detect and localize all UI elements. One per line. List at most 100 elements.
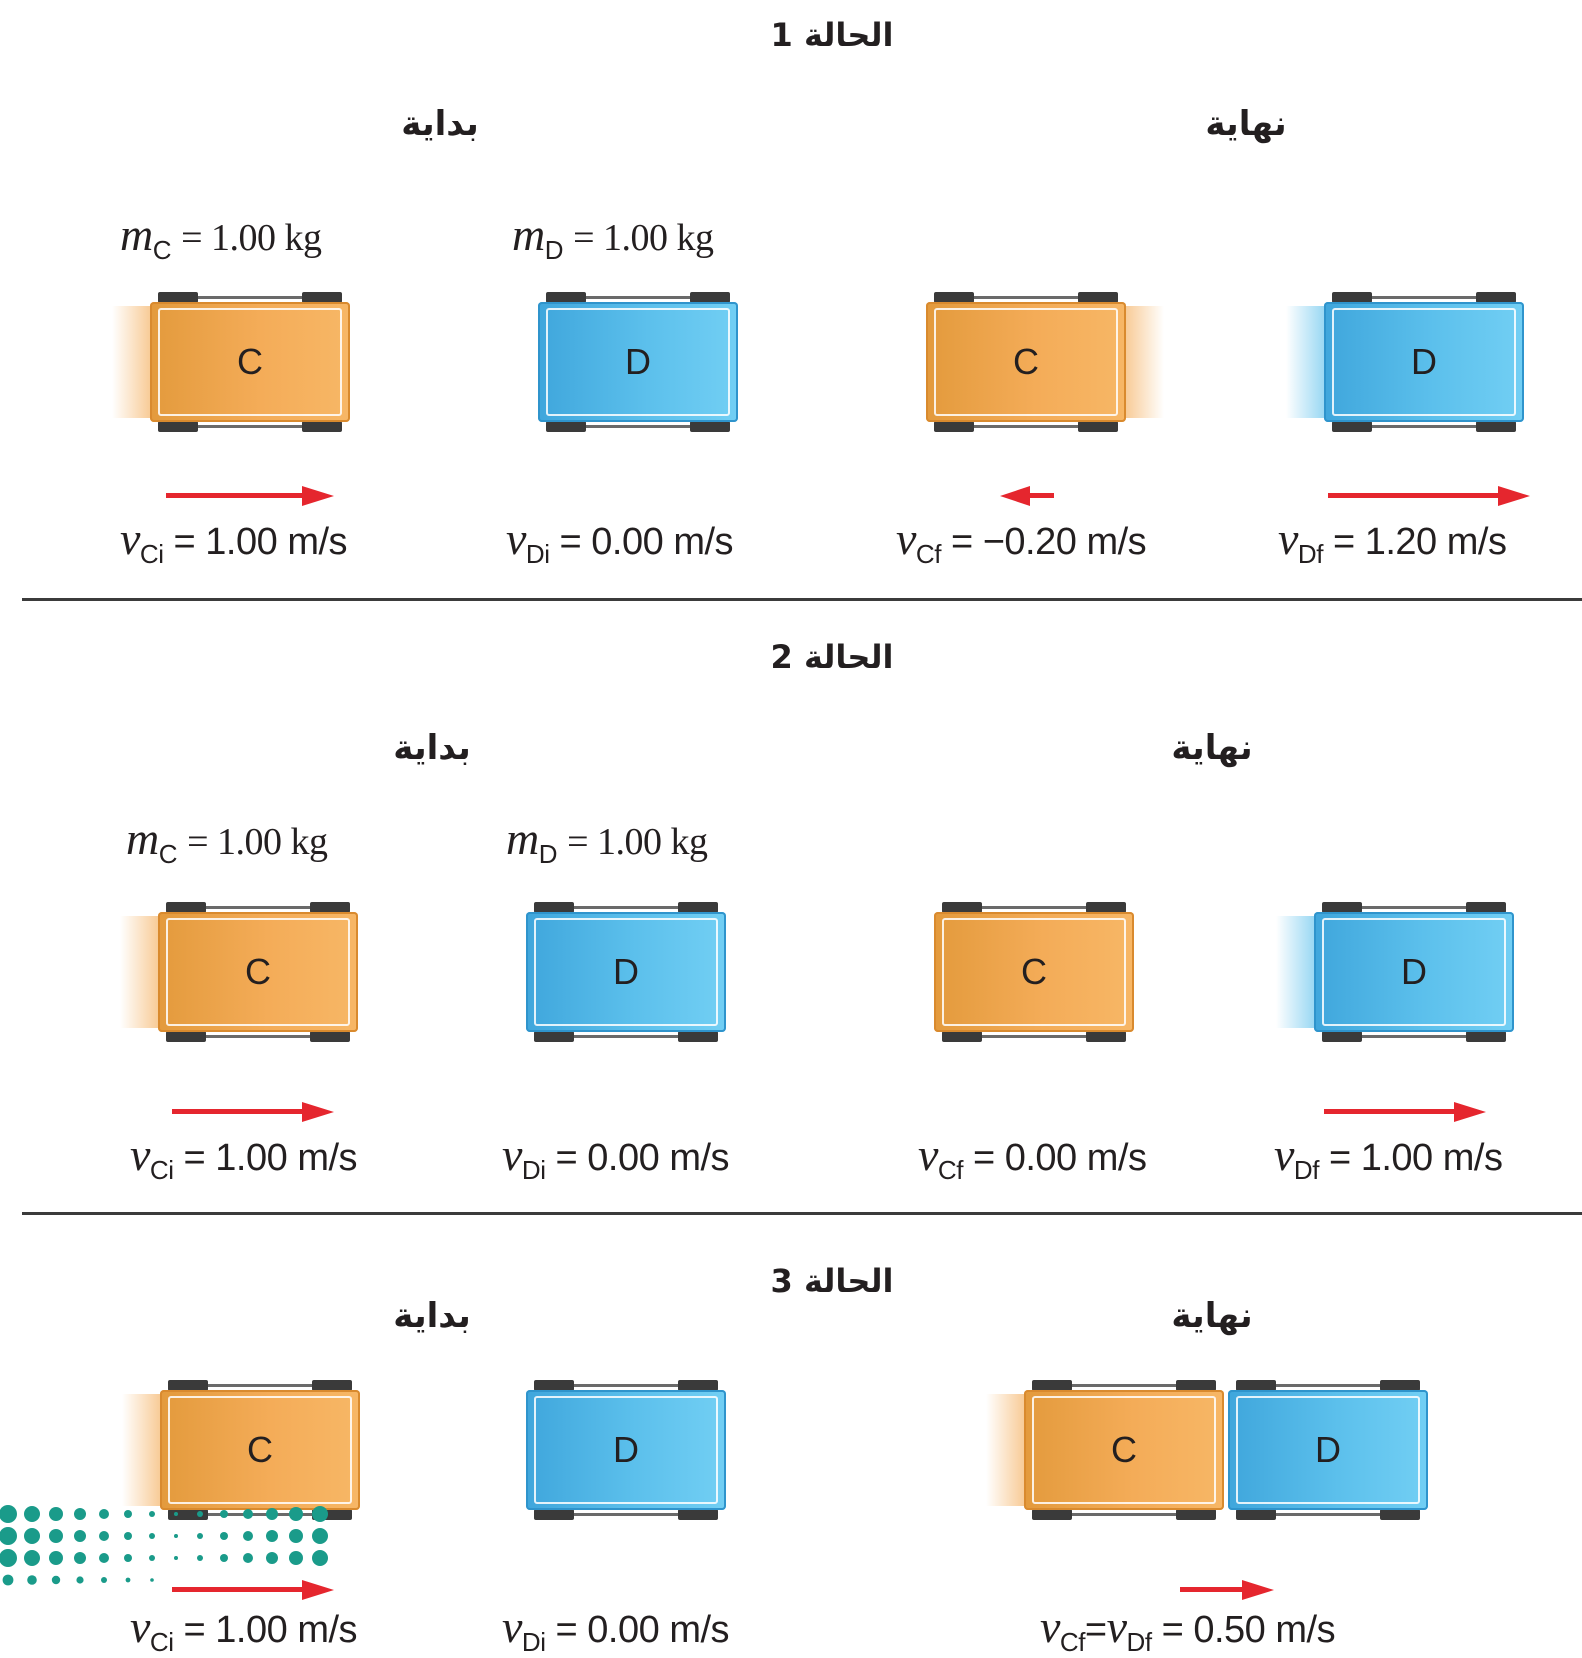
watermark-dot xyxy=(124,1510,132,1518)
case-2-v-df: vDf = 1.00 m/s xyxy=(1274,1129,1503,1185)
watermark-dot xyxy=(174,1512,178,1516)
watermark-dot xyxy=(289,1529,303,1543)
case-1-v-di: vDi = 0.00 m/s xyxy=(506,513,734,569)
watermark-dot xyxy=(197,1555,203,1561)
watermark-dot xyxy=(149,1533,155,1539)
case-1-v-cf: vCf = −0.20 m/s xyxy=(896,513,1147,569)
case-3-start-label: بداية xyxy=(393,1296,471,1336)
case-1-cart-d-initial: D xyxy=(538,292,738,432)
watermark-dot xyxy=(0,1527,17,1545)
cart-c-letter: C xyxy=(158,308,342,416)
case-2-cart-d-initial: D xyxy=(526,902,726,1042)
case-1-v-df: vDf = 1.20 m/s xyxy=(1278,513,1507,569)
case-3-v-di: vDi = 0.00 m/s xyxy=(502,1601,730,1657)
case-1-mass-d: mD = 1.00 kg xyxy=(512,209,714,265)
watermark-dot xyxy=(174,1534,178,1538)
watermark-dot xyxy=(0,1549,17,1567)
watermark-dot xyxy=(49,1507,63,1521)
case-3-v-f: vCf=vDf = 0.50 m/s xyxy=(1040,1601,1336,1657)
case-3-v-ci: vCi = 1.00 m/s xyxy=(130,1601,358,1657)
watermark-dot xyxy=(174,1556,178,1560)
case-3-cart-d-final: D xyxy=(1228,1380,1428,1520)
watermark-dot xyxy=(312,1550,328,1566)
watermark-dot xyxy=(2,1574,14,1586)
watermark-dot xyxy=(0,1505,17,1523)
cart-c-letter: C xyxy=(168,1396,352,1504)
watermark-dot xyxy=(197,1533,203,1539)
case-2-mass-d: mD = 1.00 kg xyxy=(506,813,708,869)
case-2-end-label: نهاية xyxy=(1171,728,1253,768)
case-2-cart-c-initial: C xyxy=(120,902,358,1042)
case-1-mass-c: mC = 1.00 kg xyxy=(120,209,322,265)
watermark-dot xyxy=(24,1506,40,1522)
watermark-dot xyxy=(74,1552,86,1564)
watermark-dot xyxy=(197,1511,203,1517)
cart-c-letter: C xyxy=(934,308,1118,416)
case-1-end-label: نهاية xyxy=(1205,104,1287,144)
case-2-title: الحالة 2 xyxy=(770,638,894,676)
watermark-dot xyxy=(49,1551,63,1565)
watermark-dot xyxy=(149,1511,155,1517)
watermark-dot xyxy=(124,1532,132,1540)
watermark-dot xyxy=(101,1577,107,1583)
case-2-v-ci: vCi = 1.00 m/s xyxy=(130,1129,358,1185)
watermark-dot xyxy=(74,1508,86,1520)
watermark-dot xyxy=(289,1507,303,1521)
cart-d-letter: D xyxy=(546,308,730,416)
watermark-dot xyxy=(99,1553,109,1563)
case-2-arrow-v-df xyxy=(1324,1102,1486,1122)
watermark-dot xyxy=(125,1577,131,1583)
cart-d-letter: D xyxy=(1236,1396,1420,1504)
case-1-cart-d-final: D xyxy=(1286,292,1524,432)
watermark-dot xyxy=(76,1576,84,1584)
case-1-cart-c-initial: C xyxy=(112,292,350,432)
watermark-dot xyxy=(289,1551,303,1565)
case-1-arrow-v-cf xyxy=(1000,486,1054,506)
case-2-mass-c: mC = 1.00 kg xyxy=(126,813,328,869)
watermark-dot xyxy=(220,1532,228,1540)
case-1-start-label: بداية xyxy=(401,104,479,144)
cart-d-letter: D xyxy=(534,918,718,1026)
cart-d-letter: D xyxy=(1332,308,1516,416)
case-3-cart-c-initial: C xyxy=(122,1380,360,1520)
case-1-v-ci: vCi = 1.00 m/s xyxy=(120,513,348,569)
case-2-cart-c-final: C xyxy=(934,902,1134,1042)
cart-c-letter: C xyxy=(1032,1396,1216,1504)
watermark-dot xyxy=(51,1575,61,1585)
watermark-dot xyxy=(74,1530,86,1542)
case-3-arrow-v-f xyxy=(1180,1580,1274,1600)
watermark-dot xyxy=(243,1509,253,1519)
case-2-v-di: vDi = 0.00 m/s xyxy=(502,1129,730,1185)
case-3-cart-c-final: C xyxy=(986,1380,1224,1520)
watermark-dot xyxy=(312,1528,328,1544)
cart-d-letter: D xyxy=(534,1396,718,1504)
watermark-dot xyxy=(266,1530,278,1542)
case-1-cart-c-final: C xyxy=(926,292,1164,432)
watermark-dot xyxy=(220,1554,228,1562)
watermark-dot xyxy=(220,1510,228,1518)
cart-c-letter: C xyxy=(942,918,1126,1026)
watermark-dot xyxy=(24,1550,40,1566)
watermark-dot xyxy=(124,1554,132,1562)
watermark-dot xyxy=(149,1555,155,1561)
cart-d-letter: D xyxy=(1322,918,1506,1026)
case-2-cart-d-final: D xyxy=(1276,902,1514,1042)
case-2-arrow-v-ci xyxy=(172,1102,334,1122)
watermark-dot xyxy=(49,1529,63,1543)
watermark-dot xyxy=(27,1575,37,1585)
watermark-dot xyxy=(266,1552,278,1564)
case-3-arrow-v-ci xyxy=(172,1580,334,1600)
case-3-title: الحالة 3 xyxy=(770,1262,894,1300)
case-3-end-label: نهاية xyxy=(1171,1296,1253,1336)
watermark-dot xyxy=(243,1531,253,1541)
watermark-dot xyxy=(24,1528,40,1544)
case-3-cart-d-initial: D xyxy=(526,1380,726,1520)
case-1-title: الحالة 1 xyxy=(770,16,894,54)
watermark-dot xyxy=(150,1578,154,1582)
case-1-arrow-v-df xyxy=(1328,486,1530,506)
watermark-dots-icon xyxy=(0,1505,328,1586)
watermark-dot xyxy=(99,1531,109,1541)
case-2-v-cf: vCf = 0.00 m/s xyxy=(918,1129,1147,1185)
watermark-dot xyxy=(266,1508,278,1520)
divider-2 xyxy=(22,1212,1582,1215)
